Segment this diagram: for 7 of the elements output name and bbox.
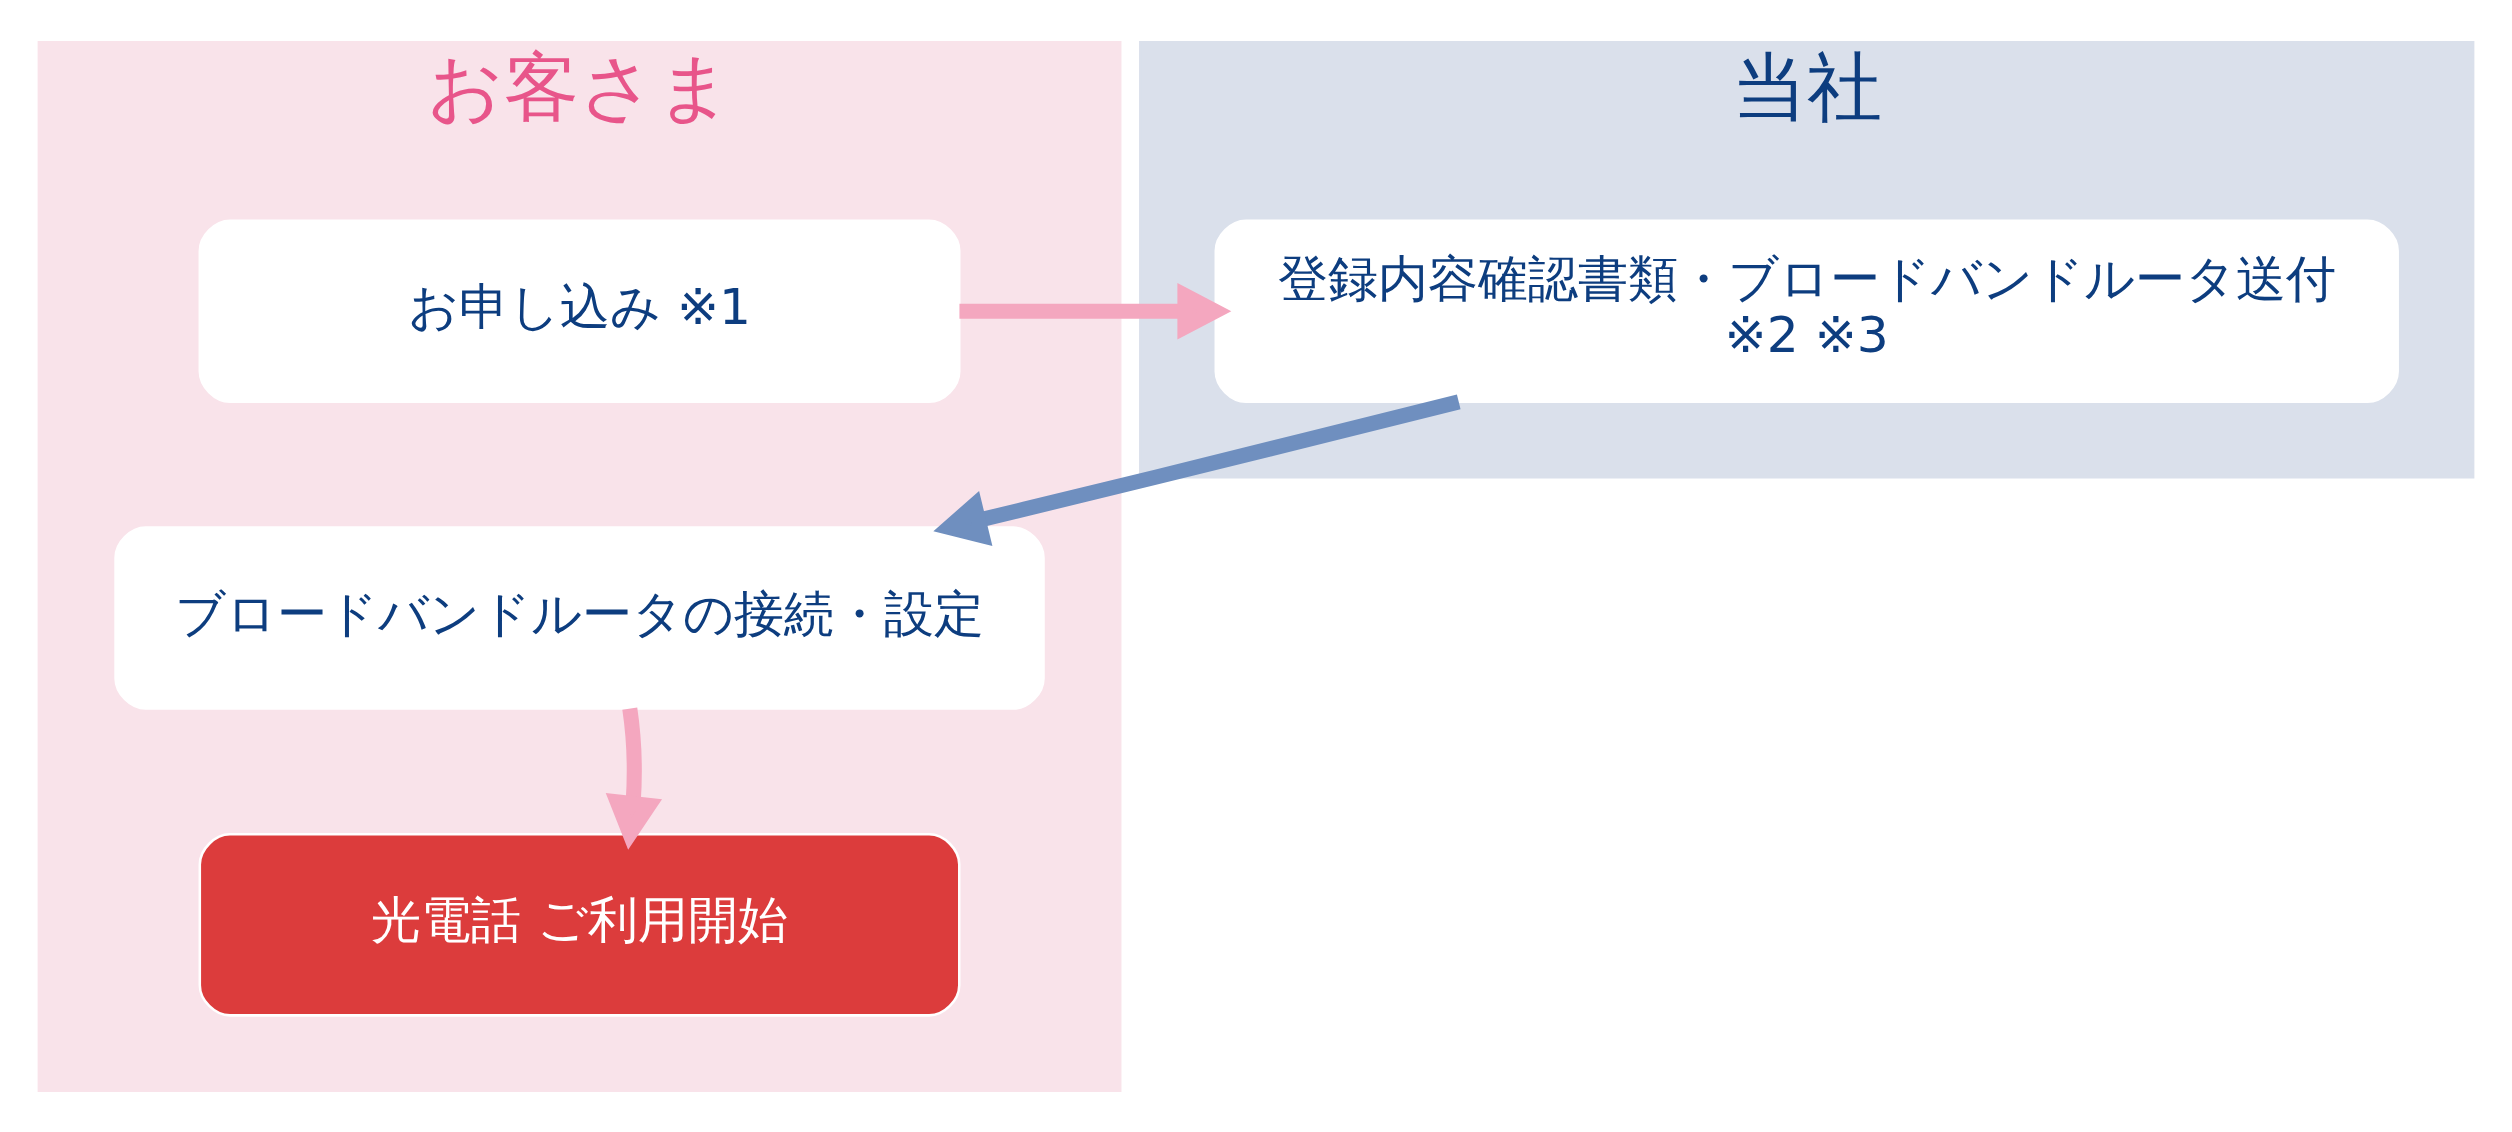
node-box: 登録内容確認書類・ブロードバンドルータ送付 ※2 ※3 <box>1214 218 2399 403</box>
arrow <box>933 394 1461 546</box>
node-box: 光電話 ご利用開始 <box>198 832 961 1017</box>
node-box: お申し込み ※1 <box>198 218 961 403</box>
arrow <box>959 282 1232 340</box>
arrow <box>605 707 663 850</box>
node-box: ブロードバンドルータの接続・設定 <box>114 525 1045 710</box>
